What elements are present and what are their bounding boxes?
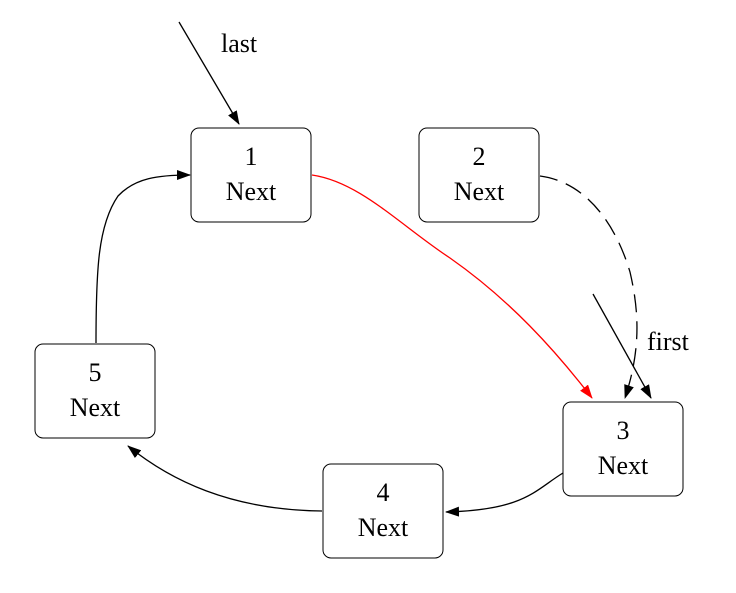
node-4-field: Next (358, 513, 409, 542)
pointer-first-arrow (592, 293, 652, 399)
node-1-value: 1 (245, 142, 258, 171)
node-3-field: Next (598, 451, 649, 480)
edge-2-to-3 (539, 175, 638, 399)
node-4-value: 4 (377, 478, 390, 507)
node-2-field: Next (454, 177, 505, 206)
edge-4-to-5 (127, 445, 323, 512)
node-2: 2 Next (418, 127, 540, 223)
edge-1-to-3 (311, 174, 593, 399)
node-5: 5 Next (34, 343, 156, 439)
node-3: 3 Next (562, 401, 684, 497)
node-4: 4 Next (322, 463, 444, 559)
node-2-value: 2 (473, 142, 486, 171)
node-3-value: 3 (617, 416, 630, 445)
node-5-value: 5 (89, 358, 102, 387)
node-1: 1 Next (190, 127, 312, 223)
pointer-first-label: first (647, 327, 690, 356)
pointer-last-arrow (178, 21, 240, 125)
pointer-last-label: last (221, 29, 258, 58)
edge-3-to-4 (445, 472, 564, 517)
edge-5-to-1 (95, 170, 191, 344)
node-1-field: Next (226, 177, 277, 206)
node-5-field: Next (70, 393, 121, 422)
